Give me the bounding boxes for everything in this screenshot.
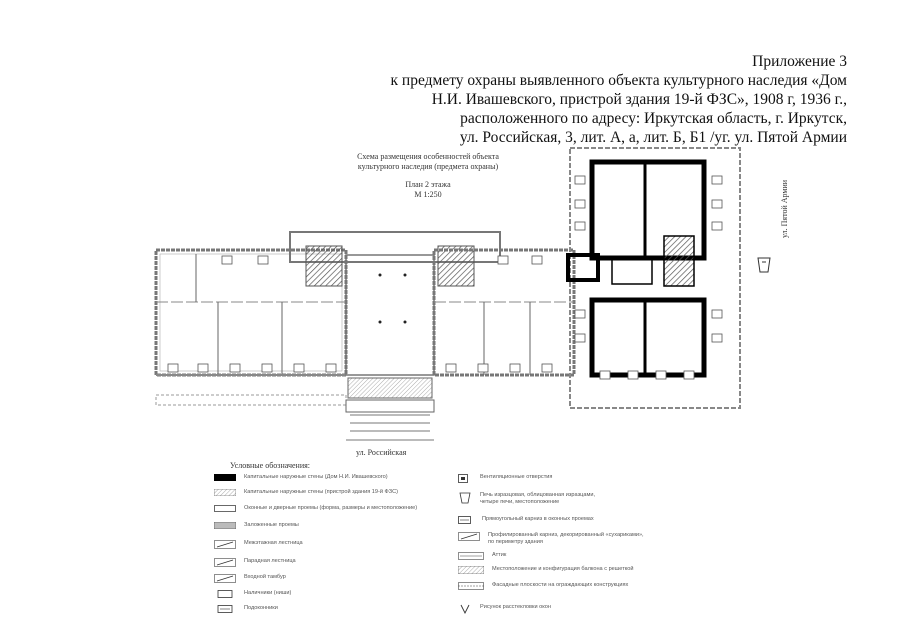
legend-title: Условные обозначения:	[230, 461, 311, 470]
legend-item: Парадная лестница	[214, 558, 296, 570]
legend-item-label: Профилированный карниз, декорированный «…	[488, 532, 644, 545]
legend-item-label: Подоконники	[244, 605, 278, 611]
legend-item: Печь изразцовая, облицованная изразцами,…	[458, 492, 595, 507]
document-header: Приложение 3 к предмету охраны выявленно…	[327, 52, 847, 147]
header-line: ул. Российская, 3, лит. А, а, лит. Б, Б1…	[459, 129, 847, 146]
legend-item-label: Местоположение и конфигурация балкона с …	[492, 566, 634, 572]
filled-opening-icon	[213, 521, 237, 532]
legend-item-label: Печь изразцовая, облицованная изразцами,…	[480, 492, 595, 505]
attic-icon	[458, 552, 484, 563]
legend-item: Подоконники	[214, 605, 278, 616]
profile-cornice-icon	[458, 532, 480, 544]
legend-item: Капитальные наружные стены (Дом Н.И. Ива…	[214, 474, 388, 484]
plan-floor-label: План 2 этажа	[405, 180, 451, 189]
hatched-wall-icon	[213, 488, 237, 499]
middle-right-wing	[432, 248, 576, 377]
legend-item-label: Вентиляционные отверстия	[480, 474, 553, 480]
legend-item: Капитальные наружные стены (пристрой зда…	[213, 488, 399, 499]
legend-item-label: Входной тамбур	[244, 574, 286, 580]
legend-item-label: Оконные и дверные проемы (форма, размеры…	[244, 505, 418, 511]
legend-item-label: Межэтажная лестница	[244, 540, 303, 546]
legend-item: Входной тамбур	[214, 574, 286, 586]
v-mark-icon	[458, 604, 472, 617]
header-line: расположенного по адресу: Иркутская обла…	[460, 110, 847, 127]
legend-item: Рисунок расстекловки окон	[458, 604, 551, 617]
legend-item-label: Заложенные проемы	[244, 522, 299, 528]
legend-item: Аттик	[458, 552, 506, 563]
vent-icon	[458, 474, 472, 486]
legend-item: Вентиляционные отверстия	[458, 474, 552, 486]
window-marks	[167, 175, 723, 380]
central-hall	[289, 231, 501, 441]
balcony-icon	[457, 565, 485, 577]
legend-item: Местоположение и конфигурация балкона с …	[457, 565, 634, 577]
window-opening-icon	[214, 505, 236, 515]
plan-caption-line: Схема размещения особенностей объекта	[357, 152, 499, 161]
stove-symbol	[757, 257, 771, 273]
legend-item: Заложенные проемы	[213, 521, 299, 532]
parade-stair-icon	[214, 558, 236, 570]
entrance-porch-icon	[214, 574, 236, 586]
legend-item-label: Капитальные наружные стены (пристрой зда…	[244, 489, 399, 495]
plan-caption-line: культурного наследия (предмета охраны)	[357, 162, 499, 171]
legend-item-label: Капитальные наружные стены (Дом Н.И. Ива…	[244, 474, 388, 480]
legend-item: Межэтажная лестница	[214, 540, 303, 552]
legend-item-label: Аттик	[492, 552, 507, 558]
legend-item: Наличники (ниши)	[214, 590, 291, 601]
solid-wall-icon	[214, 474, 236, 484]
stove-icon	[458, 492, 472, 507]
legend-item: Оконные и дверные проемы (форма, размеры…	[214, 505, 417, 515]
legend-item-label: Фасадные плоскости на ограждающих констр…	[492, 582, 629, 588]
legend-item: Профилированный карниз, декорированный «…	[458, 532, 644, 546]
appendix-title: Приложение 3	[752, 53, 847, 70]
legend-item-label: Наличники (ниши)	[244, 590, 292, 596]
plan-caption: Схема размещения особенностей объекта ку…	[318, 152, 538, 200]
legend-item-label: Рисунок расстекловки окон	[480, 604, 551, 610]
facade-icon	[458, 582, 484, 593]
legend-item: Фасадные плоскости на ограждающих констр…	[458, 582, 628, 593]
legend-item-label: Прямоугольный карниз в оконных проемах	[482, 516, 594, 522]
windowsill-icon	[214, 605, 236, 616]
niche-icon	[214, 590, 236, 601]
cornice-icon	[458, 516, 474, 527]
main-house	[566, 147, 741, 409]
interfloor-stair-icon	[214, 540, 236, 552]
legend-item-label: Парадная лестница	[244, 558, 296, 564]
header-line: Н.И. Ивашевского, пристрой здания 19-й Ф…	[431, 91, 847, 108]
legend-item: Прямоугольный карниз в оконных проемах	[458, 516, 594, 527]
header-line: к предмету охраны выявленного объекта ку…	[390, 72, 847, 89]
plan-scale: М 1:250	[414, 190, 442, 199]
street-label-bottom: ул. Российская	[356, 448, 407, 457]
